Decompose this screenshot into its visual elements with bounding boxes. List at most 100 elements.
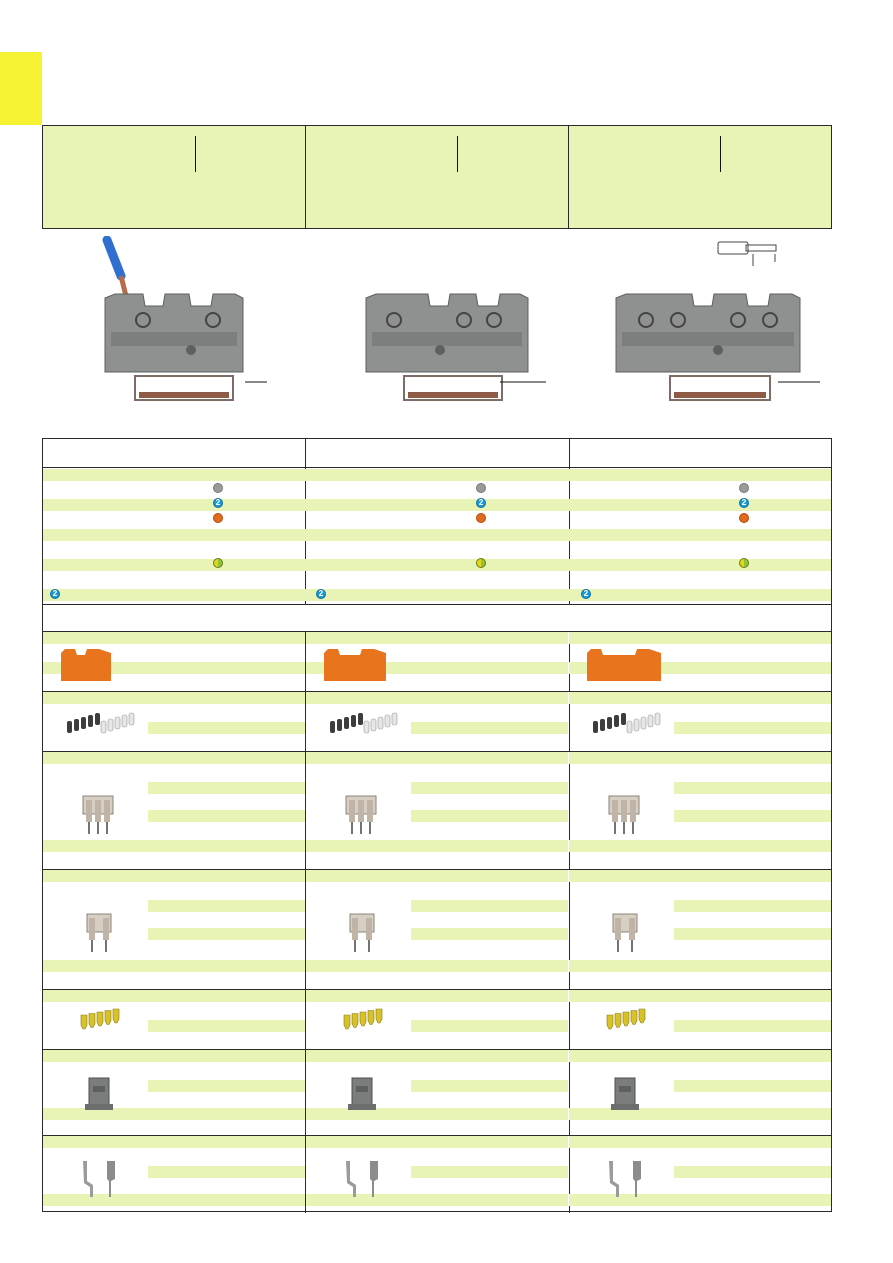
two-way-jumper-icon [53,906,143,959]
push-in-2-icon: 2 [316,589,326,599]
push-in-2-icon: 2 [476,498,486,508]
row-band [569,1136,831,1148]
order-number-field [674,1166,831,1178]
row-band [43,1136,305,1148]
test-plug-icon [316,1151,406,1204]
order-number-field [148,662,305,674]
row-band [569,960,831,972]
row-band [569,752,831,764]
order-number-field [411,1020,568,1032]
order-number-field [148,1080,305,1092]
order-number-field [674,1020,831,1032]
header-cell-2-conductor [43,126,306,228]
three-way-jumper-icon [53,788,143,841]
row-band [306,632,568,644]
test-plug-icon [579,1151,669,1204]
order-number-field [674,810,831,822]
push-in-2-icon: 2 [50,589,60,599]
end-stop-icon [53,1070,143,1123]
section-tab [0,52,42,125]
order-number-field [411,1080,568,1092]
row-band [43,960,305,972]
order-number-field [148,1020,305,1032]
row-band [43,1108,305,1120]
order-number-field [411,662,568,674]
order-number-field [148,810,305,822]
orange-dot-icon [739,513,749,523]
three-way-jumper-icon [316,788,406,841]
order-number-field [148,900,305,912]
three-way-jumper-icon [579,788,669,841]
grey-dot-icon [213,483,223,493]
order-number-field [148,928,305,940]
two-way-jumper-icon [579,906,669,959]
green-yellow-dot-icon [476,558,486,568]
yellow-marker-card-icon [579,997,669,1050]
row-band [43,1194,305,1206]
order-number-field [148,1166,305,1178]
row-band [569,870,831,882]
marker-strip-icon [53,699,143,752]
grey-dot-icon [739,483,749,493]
orange-dot-icon [476,513,486,523]
order-number-field [674,928,831,940]
end-plate-icon [53,639,143,692]
end-stop-icon [316,1070,406,1123]
terminal-block-2-conductor-image [102,236,267,401]
order-number-field [411,900,568,912]
row-band [306,752,568,764]
yellow-marker-card-icon [316,997,406,1050]
order-number-field [411,722,568,734]
order-number-field [148,782,305,794]
order-number-field [411,782,568,794]
row-band [569,840,831,852]
order-number-field [674,722,831,734]
order-number-field [674,900,831,912]
row-band [43,840,305,852]
marker-strip-icon [579,699,669,752]
order-number-field [411,1166,568,1178]
row-band [306,1108,568,1120]
row-band [43,870,305,882]
test-plug-icon [53,1151,143,1204]
terminal-block-3-conductor-image [365,293,546,401]
accessories-table: 2 2 2 2 2 2 [42,438,832,1213]
order-number-field [674,662,831,674]
row-band [43,752,305,764]
header-cell-4-conductor [569,126,831,228]
header-cell-3-conductor [306,126,569,228]
row-band [43,632,305,644]
row-band [306,870,568,882]
row-band [569,990,831,1002]
green-yellow-dot-icon [739,558,749,568]
order-number-field [411,810,568,822]
push-in-2-icon: 2 [739,498,749,508]
row-band [306,990,568,1002]
end-plate-icon [579,639,669,692]
order-number-field [148,722,305,734]
order-number-field [674,782,831,794]
terminal-block-4-conductor-image [615,241,820,401]
row-band [306,840,568,852]
row-band [569,692,831,704]
order-number-field [411,928,568,940]
row-band [43,692,305,704]
end-stop-icon [579,1070,669,1123]
push-in-2-icon: 2 [213,498,223,508]
grey-dot-icon [476,483,486,493]
row-band [306,960,568,972]
row-band [43,990,305,1002]
push-in-2-icon: 2 [581,589,591,599]
two-way-jumper-icon [316,906,406,959]
row-band [569,632,831,644]
end-plate-icon [316,639,406,692]
orange-dot-icon [213,513,223,523]
header-table [42,125,832,229]
row-band [569,1050,831,1062]
row-band [569,1194,831,1206]
order-number-field [674,1080,831,1092]
row-band [306,1050,568,1062]
row-band [306,1136,568,1148]
green-yellow-dot-icon [213,558,223,568]
yellow-marker-card-icon [53,997,143,1050]
